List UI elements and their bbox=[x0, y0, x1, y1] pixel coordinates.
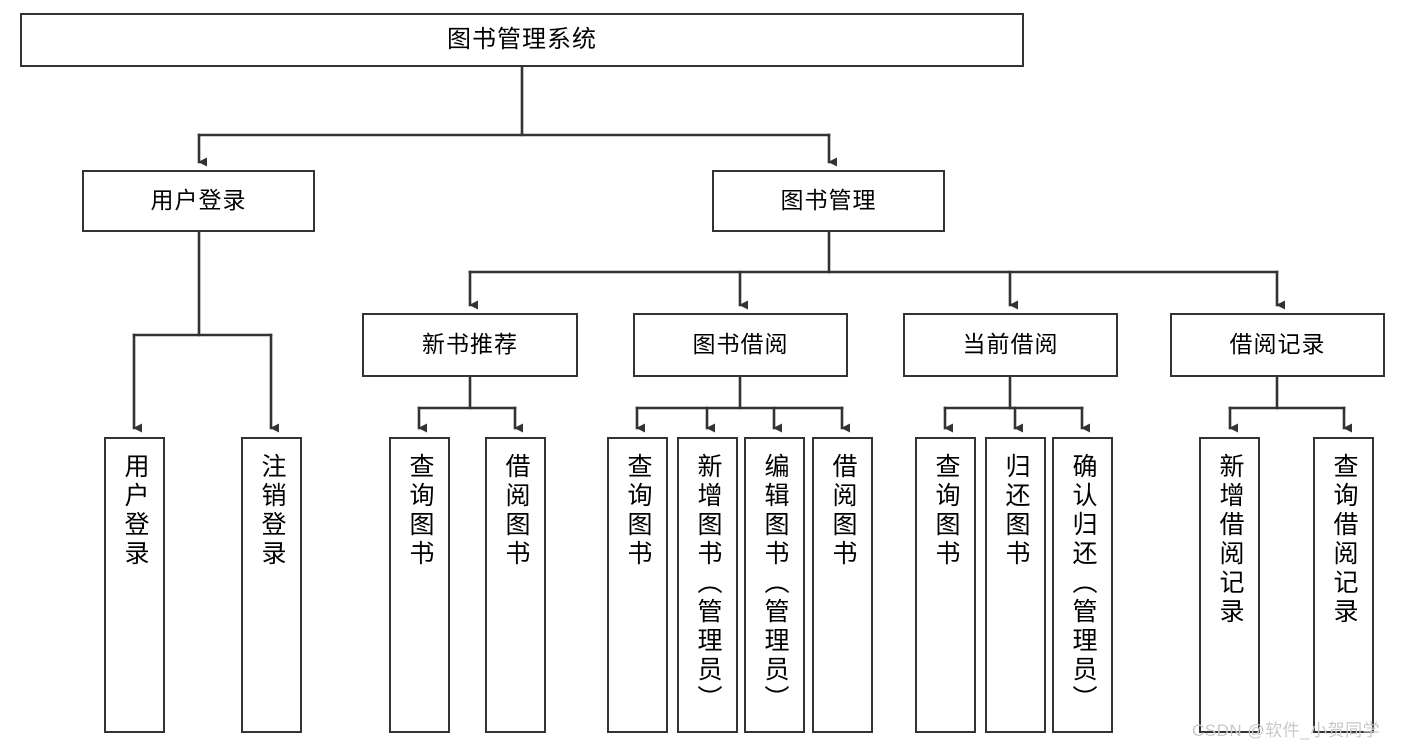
node-label: 借阅图书 bbox=[502, 453, 530, 569]
leaf-add-borrow-record[interactable]: 新增借阅记录 bbox=[1199, 437, 1260, 733]
node-label: 用户登录 bbox=[150, 187, 247, 214]
node-label: 用户登录 bbox=[121, 453, 149, 569]
node-current-borrow[interactable]: 当前借阅 bbox=[903, 313, 1118, 377]
node-label: 查询图书 bbox=[624, 453, 652, 569]
node-label: 确认归还（管理员） bbox=[1069, 453, 1097, 714]
leaf-logout[interactable]: 注销登录 bbox=[241, 437, 302, 733]
node-label: 编辑图书（管理员） bbox=[761, 453, 789, 714]
node-label: 图书借阅 bbox=[692, 331, 789, 358]
node-new-book-recommend[interactable]: 新书推荐 bbox=[362, 313, 578, 377]
leaf-return-book[interactable]: 归还图书 bbox=[985, 437, 1046, 733]
node-label: 借阅图书 bbox=[829, 453, 857, 569]
node-label: 借阅记录 bbox=[1229, 331, 1326, 358]
leaf-borrow-book[interactable]: 借阅图书 bbox=[812, 437, 873, 733]
node-label: 新书推荐 bbox=[422, 331, 518, 358]
node-label: 图书管理系统 bbox=[447, 25, 597, 53]
node-book-borrow[interactable]: 图书借阅 bbox=[633, 313, 848, 377]
leaf-edit-book-admin[interactable]: 编辑图书（管理员） bbox=[744, 437, 805, 733]
node-label: 新增图书（管理员） bbox=[694, 453, 722, 714]
node-label: 注销登录 bbox=[258, 453, 286, 569]
leaf-query-borrow-record[interactable]: 查询借阅记录 bbox=[1313, 437, 1374, 733]
leaf-query-book-current[interactable]: 查询图书 bbox=[915, 437, 976, 733]
node-label: 归还图书 bbox=[1002, 453, 1030, 569]
node-label: 查询图书 bbox=[406, 453, 434, 569]
leaf-add-book-admin[interactable]: 新增图书（管理员） bbox=[677, 437, 738, 733]
node-label: 新增借阅记录 bbox=[1216, 453, 1244, 627]
leaf-query-book-borrow[interactable]: 查询图书 bbox=[607, 437, 668, 733]
node-label: 查询图书 bbox=[932, 453, 960, 569]
node-user-login[interactable]: 用户登录 bbox=[82, 170, 315, 232]
leaf-confirm-return-admin[interactable]: 确认归还（管理员） bbox=[1052, 437, 1113, 733]
node-book-management-system[interactable]: 图书管理系统 bbox=[20, 13, 1024, 67]
node-label: 查询借阅记录 bbox=[1330, 453, 1358, 627]
node-borrow-record[interactable]: 借阅记录 bbox=[1170, 313, 1385, 377]
node-label: 当前借阅 bbox=[962, 331, 1059, 358]
leaf-borrow-book-recommend[interactable]: 借阅图书 bbox=[485, 437, 546, 733]
csdn-watermark: CSDN @软件_小贺同学 bbox=[1192, 721, 1381, 740]
node-label: 图书管理 bbox=[780, 187, 877, 214]
node-book-management[interactable]: 图书管理 bbox=[712, 170, 945, 232]
leaf-query-book-recommend[interactable]: 查询图书 bbox=[389, 437, 450, 733]
leaf-user-login[interactable]: 用户登录 bbox=[104, 437, 165, 733]
